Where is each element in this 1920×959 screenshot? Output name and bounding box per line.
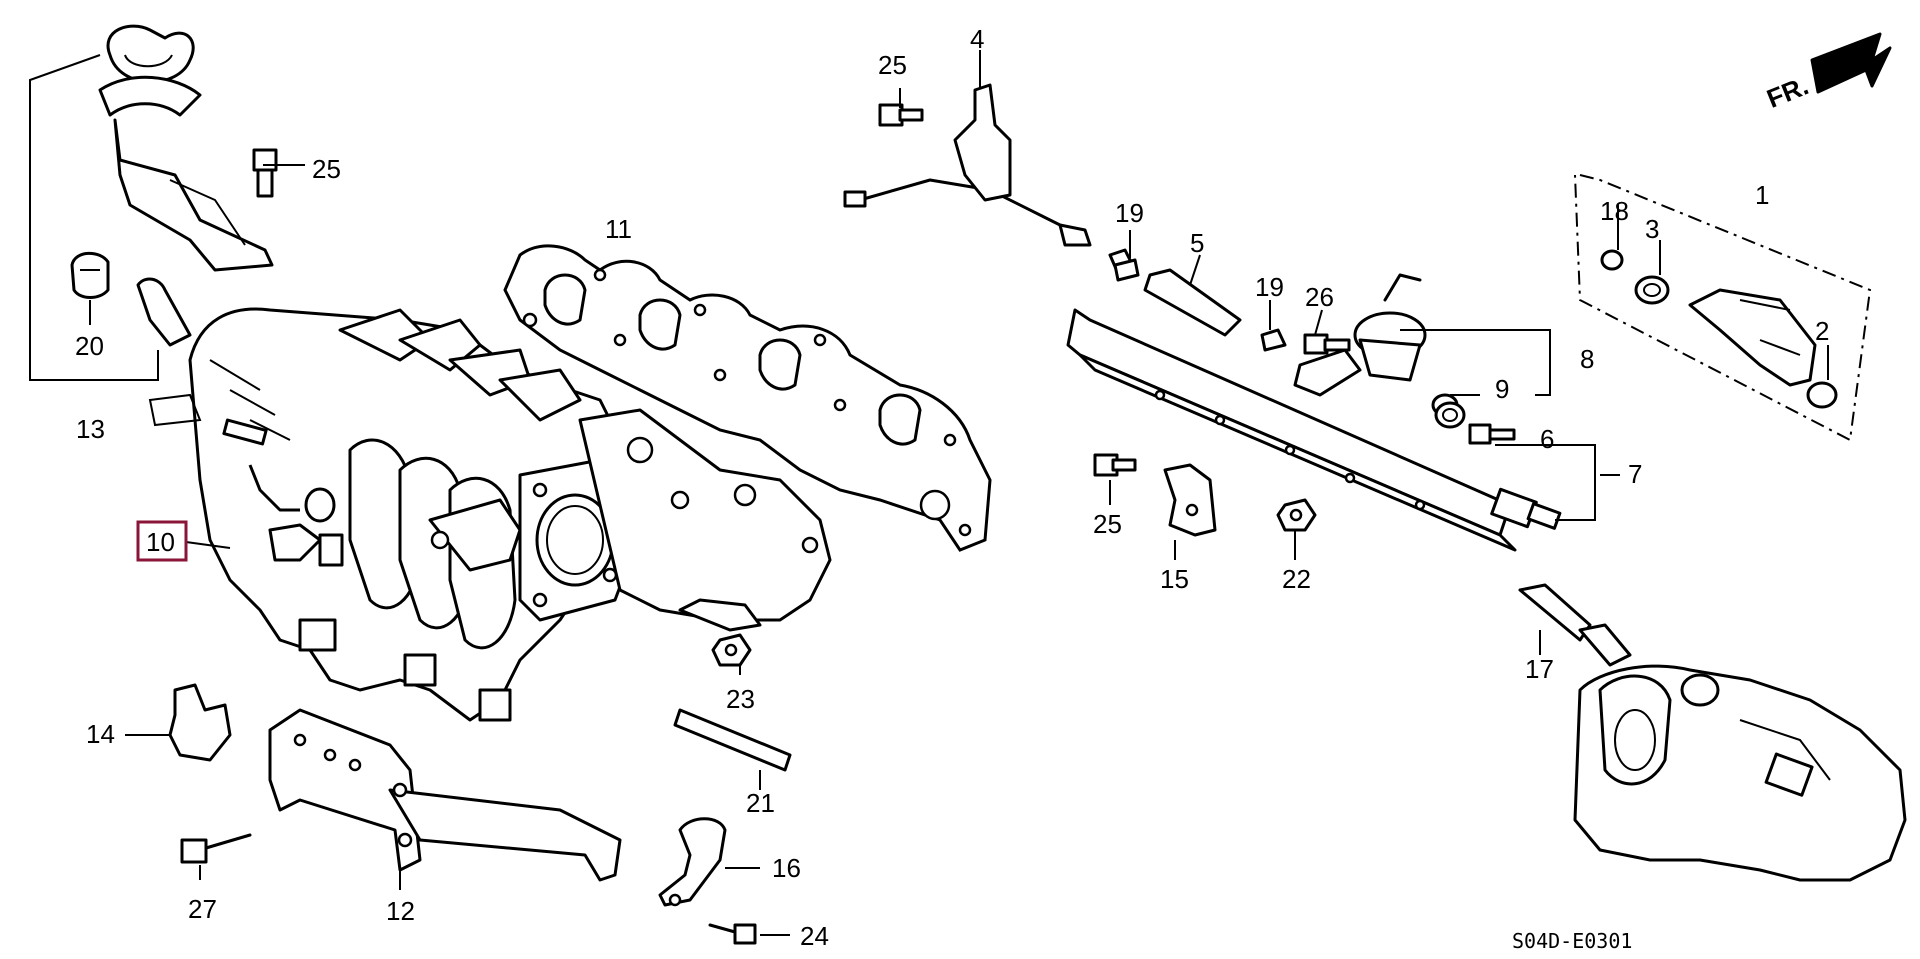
part-label-21[interactable]: 21 [746, 788, 775, 818]
seal-3 [1634, 275, 1670, 305]
part-label-24[interactable]: 24 [800, 921, 829, 951]
part-label-19-b[interactable]: 19 [1255, 272, 1284, 302]
intake-manifold-10 [148, 307, 832, 722]
part-label-16[interactable]: 16 [772, 853, 801, 883]
bracket-12 [268, 708, 622, 882]
part-label-18[interactable]: 18 [1600, 196, 1629, 226]
o-ring-2 [1806, 381, 1838, 409]
bracket-13-lower [136, 277, 192, 347]
part-label-23[interactable]: 23 [726, 684, 755, 714]
part-label-15[interactable]: 15 [1160, 564, 1189, 594]
cylinder-head [1573, 664, 1907, 882]
part-label-14[interactable]: 14 [86, 719, 115, 749]
part-labels: 10 1 2 3 4 5 6 7 8 9 11 12 13 14 15 16 1… [75, 24, 1829, 951]
clip-14 [168, 683, 232, 762]
part-label-7[interactable]: 7 [1628, 459, 1642, 489]
part-label-5[interactable]: 5 [1190, 228, 1204, 258]
bolt-25-top [878, 103, 924, 127]
part-label-25-a[interactable]: 25 [312, 154, 341, 184]
part-label-20[interactable]: 20 [75, 331, 104, 361]
part-label-27[interactable]: 27 [188, 894, 217, 924]
nut-22 [1276, 498, 1317, 532]
part-label-13[interactable]: 13 [76, 414, 105, 444]
bracket-group-13 [29, 54, 159, 381]
gasket-11 [503, 244, 992, 552]
diagram-code: S04D-E0301 [1512, 929, 1632, 953]
selected-part-highlight [136, 520, 188, 562]
part-label-25-b[interactable]: 25 [878, 50, 907, 80]
gasket-11-ports [522, 268, 972, 537]
bolt-26 [1303, 333, 1351, 355]
leader-lines [89, 50, 1829, 936]
part-label-22[interactable]: 22 [1282, 564, 1311, 594]
bolt-27 [180, 833, 252, 864]
clamp-13-top [98, 24, 274, 272]
o-ring-9 [1434, 401, 1466, 429]
bracket-15 [1163, 463, 1217, 537]
part-label-2[interactable]: 2 [1815, 316, 1829, 346]
washer-18 [1600, 249, 1624, 271]
nut-23 [678, 598, 762, 667]
part-label-19-a[interactable]: 19 [1115, 198, 1144, 228]
bolt-24 [708, 923, 757, 945]
stud-17 [1518, 583, 1632, 667]
clip-19-a [1113, 258, 1140, 282]
stud-21 [673, 708, 792, 772]
bracket-16 [658, 817, 727, 907]
part-label-9[interactable]: 9 [1495, 374, 1509, 404]
part-label-3[interactable]: 3 [1645, 214, 1659, 244]
part-label-6[interactable]: 6 [1540, 424, 1554, 454]
part-label-26[interactable]: 26 [1305, 282, 1334, 312]
bolt-6 [1468, 423, 1516, 445]
part-label-4[interactable]: 4 [970, 24, 984, 54]
injector-group-1 [1574, 174, 1872, 442]
part-label-1[interactable]: 1 [1755, 180, 1769, 210]
front-arrow-icon: FR. [1763, 32, 1892, 114]
part-label-11[interactable]: 11 [605, 214, 632, 244]
part-label-25-c[interactable]: 25 [1093, 509, 1122, 539]
injector-1 [1688, 288, 1817, 387]
bolt-25-rail [1093, 453, 1137, 477]
part-label-17[interactable]: 17 [1525, 654, 1554, 684]
clip-19-b [1260, 328, 1287, 352]
part-label-12[interactable]: 12 [386, 896, 415, 926]
fuel-rail-7 [1066, 308, 1562, 552]
clip-20 [70, 251, 110, 299]
fuel-tube-4 [843, 83, 1092, 247]
pressure-regulator-8 [1293, 273, 1459, 417]
front-label: FR. [1763, 70, 1813, 114]
part-label-10[interactable]: 10 [146, 527, 175, 557]
bolt-25-left [252, 148, 278, 198]
part-label-8[interactable]: 8 [1580, 344, 1594, 374]
